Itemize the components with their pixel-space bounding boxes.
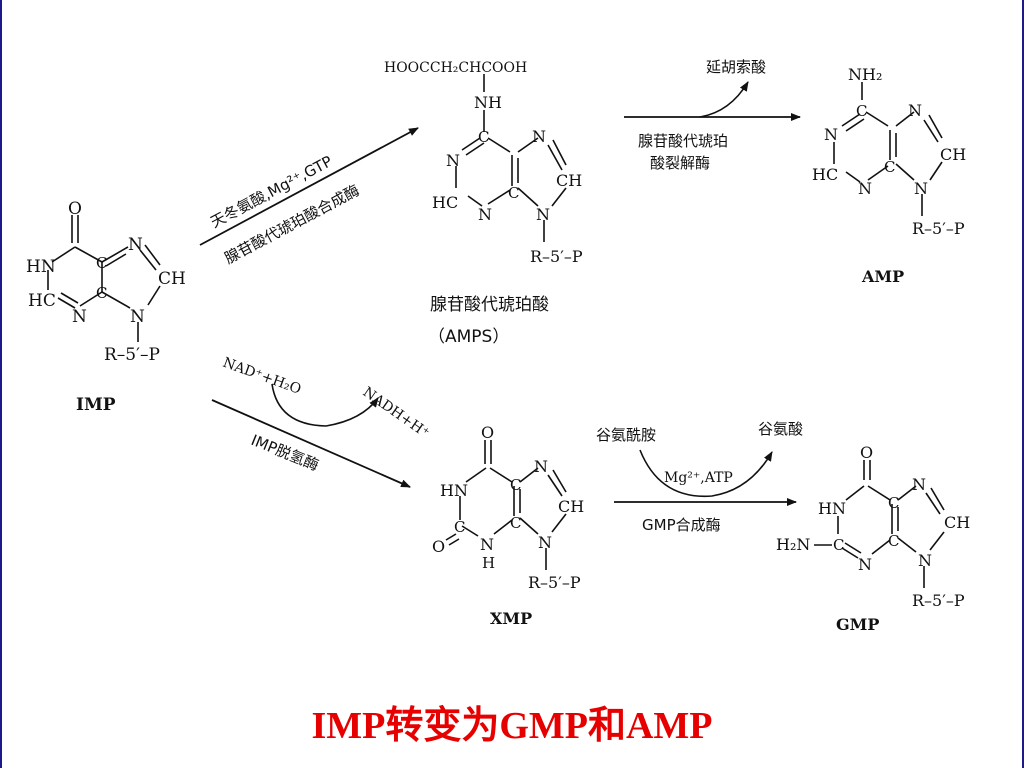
substrate-label-glutamine: 谷氨酰胺 <box>596 426 656 444</box>
side-arrow-glutamine <box>639 449 773 498</box>
amps-bonds <box>455 74 567 242</box>
gmp-h2n-label: H₂N <box>776 535 810 554</box>
xmp-c4-label: C <box>510 514 521 532</box>
amp-c4-label: C <box>884 158 895 176</box>
amps-ch8-label: CH <box>556 171 582 190</box>
gmp-n9-label: N <box>918 551 932 570</box>
amps-structure: HOOCCH₂CHCOOH NH N HC N C C N CH N R–5′–… <box>384 60 583 347</box>
imp-hc-label: HC <box>28 291 56 311</box>
cofactor-label-mg-atp: Mg²⁺,ATP <box>664 470 733 486</box>
xmp-c5-label: C <box>510 476 521 494</box>
imp-bonds <box>47 215 161 342</box>
imp-name: IMP <box>76 395 116 415</box>
amps-nh-label: NH <box>474 93 502 112</box>
amp-nh2-label: NH₂ <box>848 65 882 84</box>
imp-n3-label: N <box>72 307 87 327</box>
xmp-n3-label: N <box>480 535 494 554</box>
amp-ribose-label: R–5′–P <box>912 219 965 238</box>
enzyme-label-lyase-line2: 酸裂解酶 <box>650 154 710 172</box>
imp-c5-label: C <box>96 254 107 272</box>
amps-c6-label: C <box>478 128 489 146</box>
gmp-c4-label: C <box>888 532 899 550</box>
gmp-bonds <box>814 460 945 588</box>
imp-ch8-label: CH <box>158 269 186 289</box>
gmp-n3-label: N <box>858 555 872 574</box>
amp-name: AMP <box>861 267 904 286</box>
amps-c4-label: C <box>508 184 519 202</box>
amp-bonds <box>833 82 943 216</box>
reagents-label-nad-h2o: NAD⁺+H₂O <box>221 355 304 398</box>
amp-n7-label: N <box>908 101 922 120</box>
product-label-glutamate: 谷氨酸 <box>758 420 803 438</box>
xmp-o6-label: O <box>481 423 494 442</box>
amps-n7-label: N <box>532 127 546 146</box>
gmp-ribose-label: R–5′–P <box>912 591 965 610</box>
side-arrow-fumarate <box>699 81 749 118</box>
amps-ribose-label: R–5′–P <box>530 247 583 266</box>
gmp-ch8-label: CH <box>944 513 970 532</box>
xmp-ch8-label: CH <box>558 497 584 516</box>
gmp-c5-label: C <box>888 494 899 512</box>
amp-hc-label: HC <box>812 165 838 184</box>
slide-title: IMP转变为GMP和AMP <box>311 705 713 747</box>
imp-o-label: O <box>68 199 82 219</box>
amp-ch8-label: CH <box>940 145 966 164</box>
xmp-ribose-label: R–5′–P <box>528 573 581 592</box>
amps-n1-label: N <box>446 151 460 170</box>
gmp-hn-label: HN <box>818 499 846 518</box>
xmp-c2-label: C <box>454 518 465 536</box>
imp-ribose-label: R–5′–P <box>104 345 160 365</box>
reaction-imp-to-xmp: NAD⁺+H₂O NADH+H⁺ IMP脱氢酶 <box>211 355 432 488</box>
reaction-xmp-to-gmp: 谷氨酰胺 谷氨酸 Mg²⁺,ATP GMP合成酶 <box>596 420 803 534</box>
xmp-structure: O HN O C N H C C N CH N R–5′–P XMP <box>432 423 584 628</box>
imp-n7-label: N <box>128 235 143 255</box>
xmp-o2-label: O <box>432 537 445 556</box>
imp-c4-label: C <box>96 284 107 302</box>
gmp-structure: O HN H₂N C N C C N CH N R–5′–P GMP <box>776 443 970 634</box>
imp-structure: O HN HC N C C N CH N R–5′–P IMP <box>26 199 186 415</box>
amp-n3-label: N <box>858 179 872 198</box>
arrow-imp-to-xmp <box>211 399 411 488</box>
byproduct-label-fumarate: 延胡索酸 <box>706 58 766 76</box>
amp-c6-label: C <box>856 102 867 120</box>
amps-n9-label: N <box>536 205 550 224</box>
amps-n3-label: N <box>478 205 492 224</box>
gmp-name: GMP <box>836 615 879 634</box>
imp-n9-label: N <box>130 307 145 327</box>
xmp-n7-label: N <box>534 457 548 476</box>
amp-n9-label: N <box>914 179 928 198</box>
imp-hn-label: HN <box>26 257 56 277</box>
reaction-imp-to-amps: 天冬氨酸,Mg²⁺,GTP 腺苷酸代琥珀酸合成酶 <box>199 127 419 268</box>
amps-name: 腺苷酸代琥珀酸 <box>430 295 549 315</box>
xmp-h-label: H <box>482 554 495 572</box>
enzyme-label-adenylosuccinate-synthetase: 腺苷酸代琥珀酸合成酶 <box>221 181 362 267</box>
amps-abbr: （AMPS） <box>428 327 509 347</box>
enzyme-label-gmp-synthetase: GMP合成酶 <box>642 516 721 534</box>
amps-succinyl-label: HOOCCH₂CHCOOH <box>384 60 527 76</box>
xmp-hn-label: HN <box>440 481 468 500</box>
amp-structure: NH₂ N HC N C C N CH N R–5′–P AMP <box>812 65 966 286</box>
xmp-n9-label: N <box>538 533 552 552</box>
gmp-n7-label: N <box>912 475 926 494</box>
enzyme-label-imp-dehydrogenase: IMP脱氢酶 <box>249 431 322 474</box>
amp-n1-label: N <box>824 125 838 144</box>
xmp-bonds <box>445 440 567 570</box>
amps-hc-label: HC <box>432 193 458 212</box>
side-arrow-nad <box>271 383 379 427</box>
gmp-o6-label: O <box>860 443 873 462</box>
arrow-imp-to-amps <box>199 127 419 246</box>
enzyme-label-lyase-line1: 腺苷酸代琥珀 <box>638 132 728 150</box>
product-label-nadh: NADH+H⁺ <box>360 384 432 441</box>
xmp-name: XMP <box>490 609 532 628</box>
gmp-c2-label: C <box>833 536 844 554</box>
reaction-amps-to-amp: 延胡索酸 腺苷酸代琥珀 酸裂解酶 <box>624 58 801 172</box>
